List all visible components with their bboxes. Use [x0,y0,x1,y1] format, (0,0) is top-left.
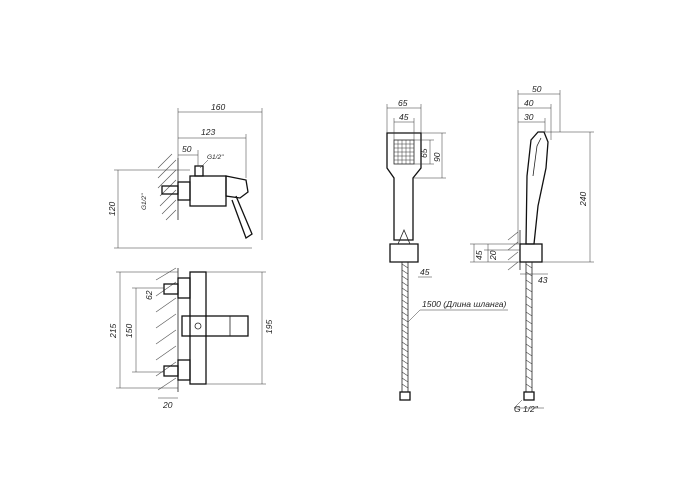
dim-50-top: 50 [532,84,542,94]
dim-62: 62 [144,290,154,300]
dim-240: 240 [578,192,588,207]
wall-hatch-side [157,153,179,221]
shower-head-side [525,131,549,245]
mixer-front-view: 215 150 195 62 20 [108,267,274,410]
dim-50-side: 50 [182,144,192,154]
dim-195: 195 [264,320,274,334]
dim-45-holder: 45 [420,267,430,277]
wall-holder-side [519,243,543,263]
dim-45-side: 45 [474,250,484,260]
wall-holder-front [389,243,419,263]
hose-front [401,262,409,392]
shower-head-front [386,132,422,241]
dim-150: 150 [124,324,134,338]
dim-20-side: 20 [488,250,498,261]
dim-43: 43 [538,275,548,285]
handshower-side-view: 50 40 30 240 45 20 43 G 1/2" [470,84,594,414]
mixer-side-view: 160 123 50 G1/2" 120 G1/2" [107,102,263,249]
mixer-body-front [189,271,207,385]
handshower-front-view: 65 45 65 90 45 1500 (Длина шланга) [386,98,508,401]
thread-bottom-label: G 1/2" [514,404,539,414]
thread-top-label: G1/2" [207,154,224,161]
dim-40-top: 40 [524,98,534,108]
dim-65-width: 65 [398,98,408,108]
dim-90-height: 90 [432,152,442,162]
dim-120: 120 [107,202,117,216]
hose-length-label: 1500 (Длина шланга) [422,299,506,309]
dim-30-top: 30 [524,112,534,122]
lever-front [181,315,249,337]
dim-45-width: 45 [399,112,409,122]
lever-side [225,175,249,199]
mixer-body-side [189,175,227,207]
dim-160: 160 [211,102,225,112]
thread-left-label: G1/2" [141,193,148,210]
dim-20-front: 20 [162,400,173,410]
dim-65-height: 65 [419,148,429,158]
dim-215: 215 [108,324,118,339]
spray-nozzle-grid [394,140,414,164]
dim-123: 123 [201,127,215,137]
